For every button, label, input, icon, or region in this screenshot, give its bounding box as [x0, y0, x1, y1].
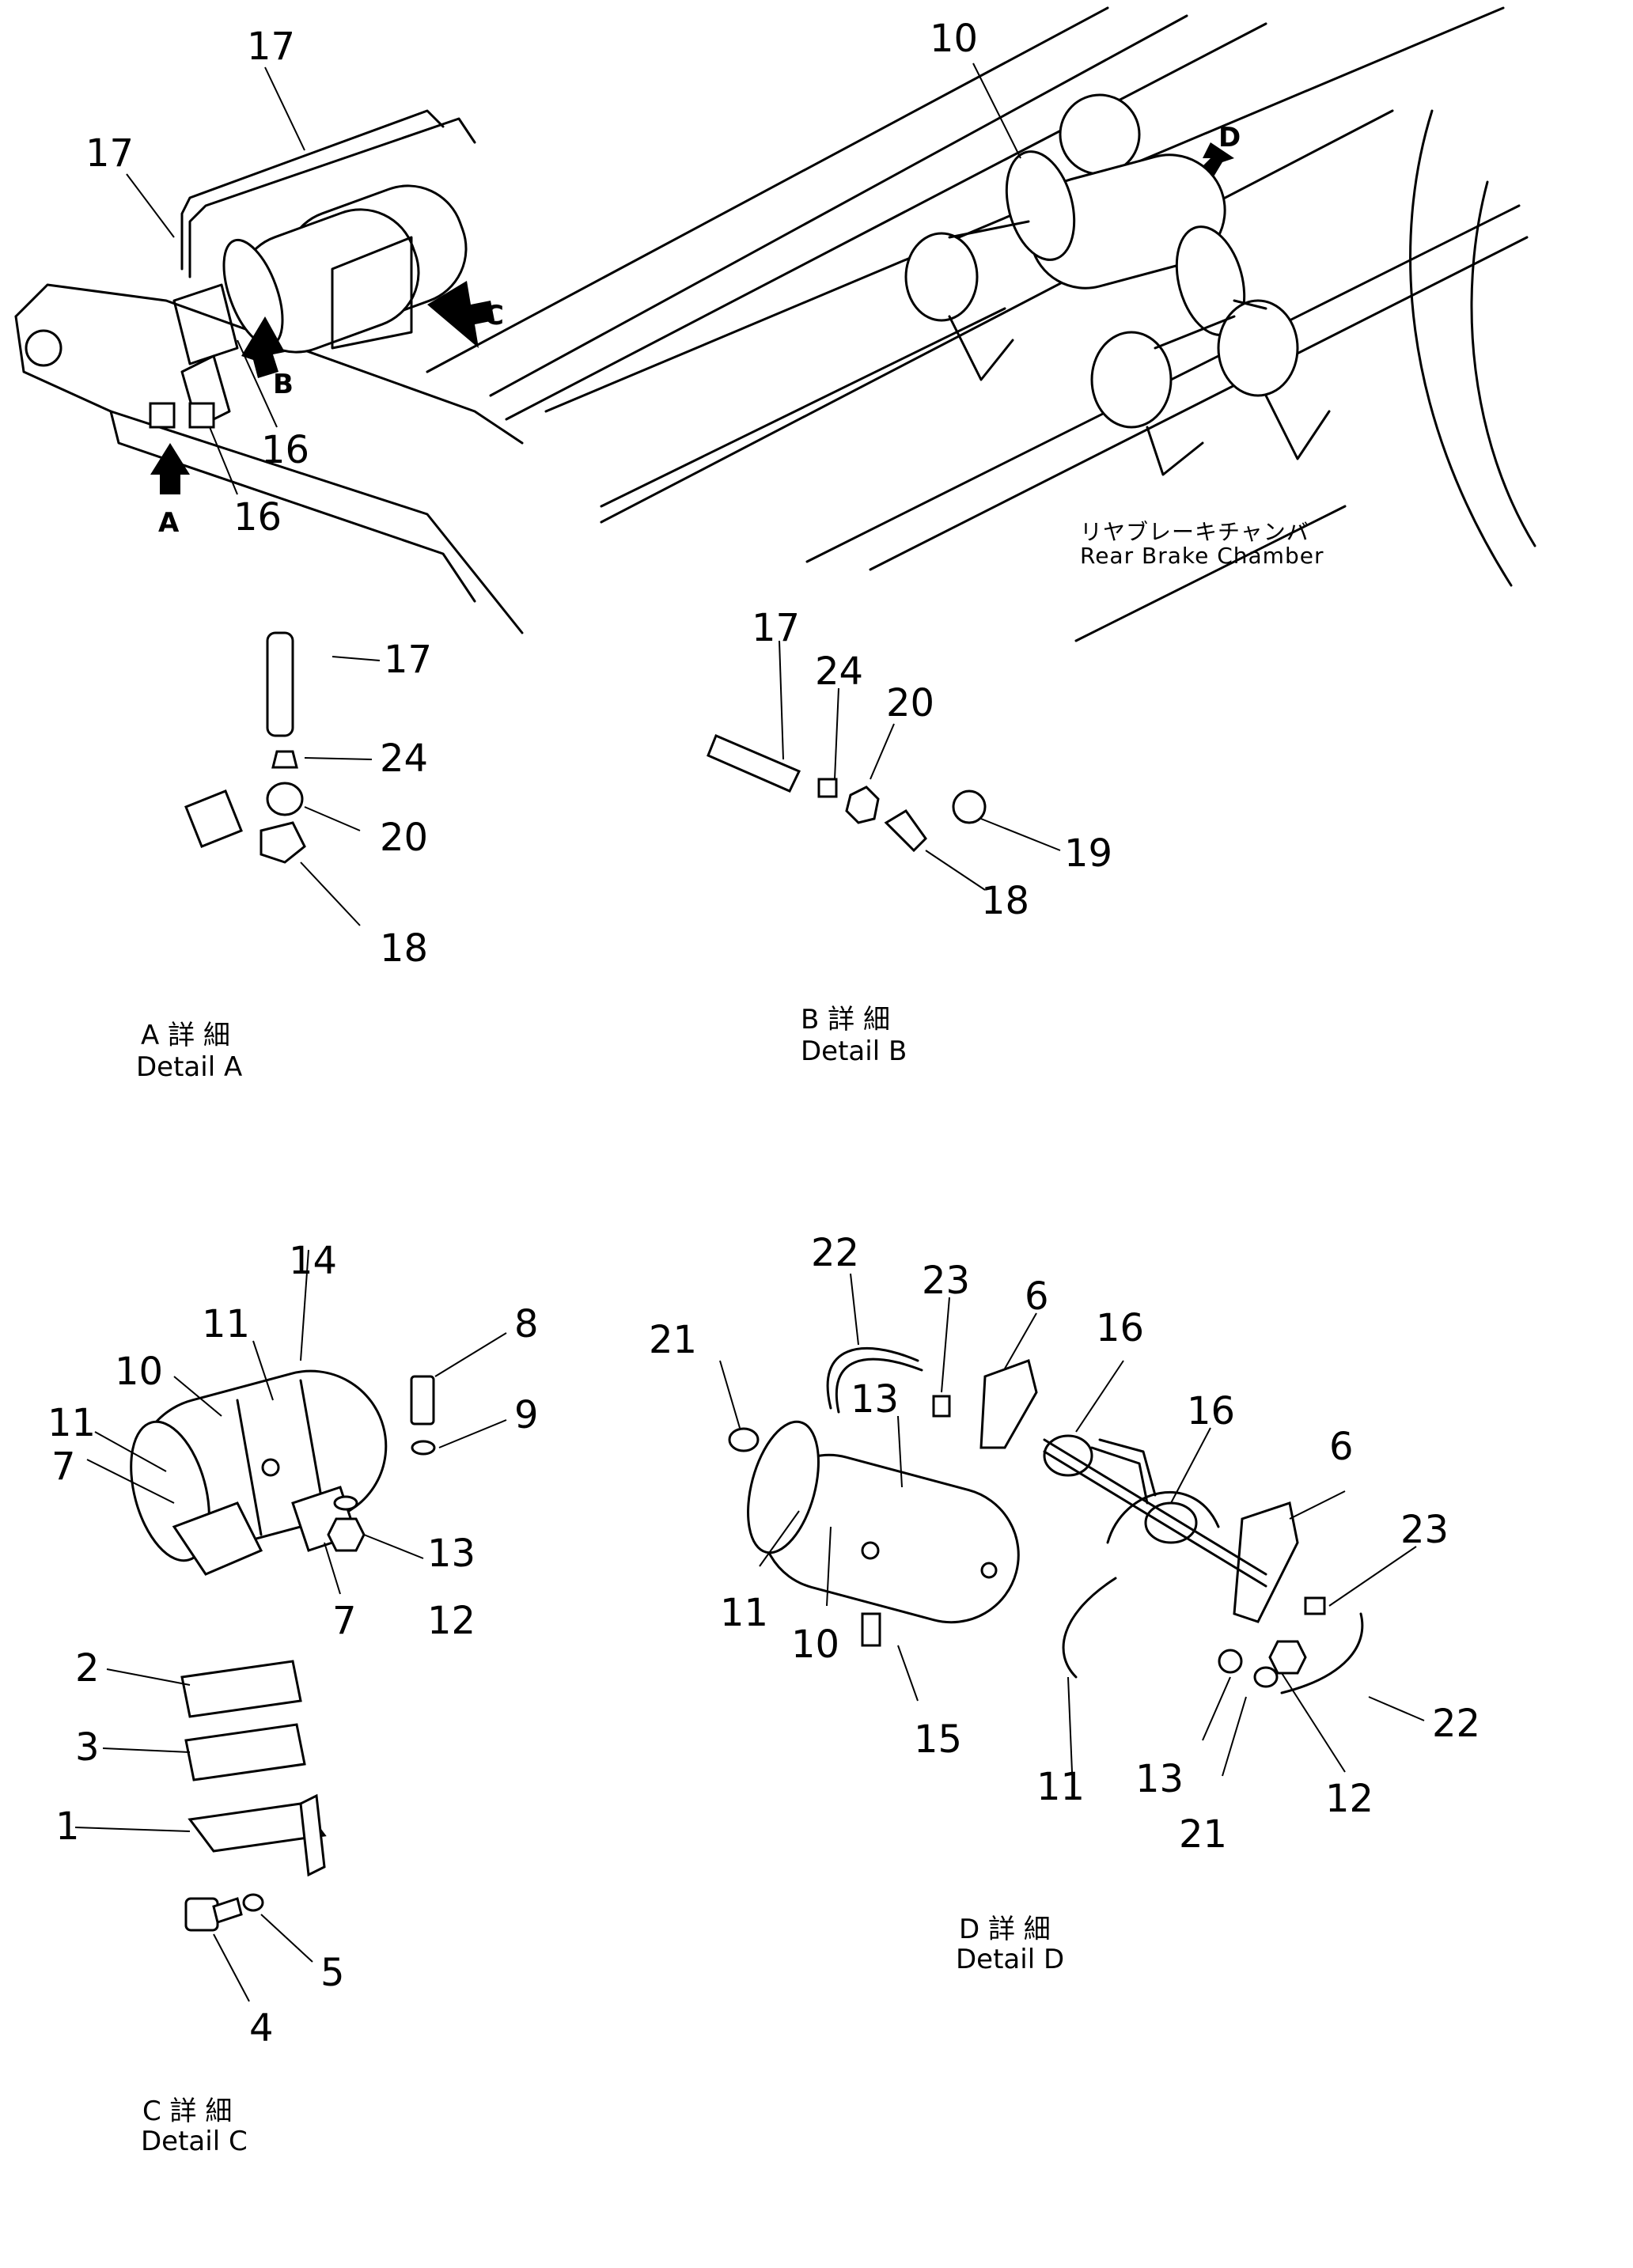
callout-d-11-bottom: 11 [1036, 1765, 1085, 1809]
svg-text:C: C [484, 300, 504, 331]
callout-c-5: 5 [320, 1951, 345, 1995]
callout-16-b: 16 [233, 495, 282, 540]
callout-b-18: 18 [981, 879, 1029, 923]
callout-c-4: 4 [249, 2006, 274, 2050]
callout-17-left: 17 [85, 131, 134, 176]
view-arrow-a: A [150, 443, 190, 539]
svg-text:Detail A: Detail A [136, 1051, 242, 1083]
rear-brake-chamber-label: リヤブレーキチャンバ Rear Brake Chamber [1080, 519, 1324, 569]
callout-d-15: 15 [914, 1717, 962, 1762]
callout-c-9: 9 [514, 1393, 539, 1437]
callout-c-11-top: 11 [202, 1302, 250, 1346]
callout-d-16-right: 16 [1187, 1389, 1235, 1433]
detail-a: 17 24 20 18 A 詳 細 Detail A [136, 631, 432, 1083]
callout-b-20: 20 [886, 681, 934, 725]
callout-d-22-right: 22 [1432, 1702, 1480, 1746]
callout-d-6-left: 6 [1025, 1274, 1049, 1319]
callout-d-6-right: 6 [1329, 1425, 1354, 1469]
callout-d-16-left: 16 [1096, 1306, 1144, 1350]
callout-d-23-right: 23 [1400, 1508, 1449, 1552]
detail-b: 17 24 20 18 19 B 詳 細 Detail B [707, 606, 1112, 1067]
callout-c-10: 10 [115, 1350, 163, 1394]
callout-c-14: 14 [289, 1239, 337, 1283]
callout-a-20: 20 [380, 816, 428, 860]
detail-d: 22 23 6 16 16 6 21 13 23 11 10 15 11 13 … [649, 1231, 1480, 1975]
callout-16-a: 16 [261, 428, 309, 472]
callout-d-11-left: 11 [720, 1591, 768, 1635]
callout-d-10: 10 [791, 1622, 839, 1667]
svg-text:Detail B: Detail B [801, 1036, 907, 1067]
callout-d-13-bottom: 13 [1135, 1757, 1184, 1801]
svg-text:B 詳 細: B 詳 細 [801, 1004, 890, 1036]
svg-text:A 詳 細: A 詳 細 [141, 1020, 230, 1051]
svg-text:D 詳 細: D 詳 細 [959, 1914, 1051, 1945]
vehicle-frame [14, 6, 1536, 642]
callout-a-18: 18 [380, 926, 428, 971]
callout-d-21-top: 21 [649, 1318, 697, 1362]
callout-c-3: 3 [75, 1725, 100, 1770]
svg-text:Rear Brake Chamber: Rear Brake Chamber [1080, 543, 1324, 569]
callout-d-21-bottom: 21 [1179, 1812, 1227, 1857]
svg-text:B: B [273, 369, 294, 400]
callout-a-24: 24 [380, 736, 428, 781]
view-arrow-c: C [427, 281, 504, 348]
callout-a-17: 17 [384, 638, 432, 682]
detail-c: 14 11 10 11 8 9 13 12 7 7 2 3 1 5 4 C 詳 … [47, 1239, 539, 2157]
svg-text:A: A [158, 507, 180, 539]
callout-10-main: 10 [930, 17, 978, 61]
callout-b-19: 19 [1064, 831, 1112, 876]
svg-text:D: D [1218, 122, 1241, 153]
rear-tank-assembly [904, 93, 1331, 476]
svg-text:C 詳 細: C 詳 細 [142, 2096, 232, 2127]
svg-text:リヤブレーキチャンバ: リヤブレーキチャンバ [1080, 519, 1309, 545]
callout-c-2: 2 [75, 1646, 100, 1691]
callout-d-13-top: 13 [851, 1377, 899, 1422]
callout-c-7-right: 7 [332, 1599, 357, 1643]
callout-d-23-top: 23 [922, 1259, 970, 1303]
callout-b-17: 17 [752, 606, 800, 650]
callout-c-7-left: 7 [51, 1444, 76, 1489]
callout-c-1: 1 [55, 1804, 80, 1849]
callout-b-24: 24 [815, 649, 863, 694]
callout-c-11-left: 11 [47, 1401, 96, 1445]
callout-c-12: 12 [427, 1599, 476, 1643]
callout-c-13: 13 [427, 1532, 476, 1576]
view-arrow-b: B [241, 316, 294, 400]
svg-text:Detail C: Detail C [141, 2126, 248, 2157]
callout-d-12: 12 [1325, 1777, 1373, 1821]
svg-text:Detail D: Detail D [956, 1944, 1064, 1975]
callout-c-8: 8 [514, 1302, 539, 1346]
main-callouts: 17 17 16 16 10 [85, 17, 1021, 540]
callout-d-22-top: 22 [811, 1231, 859, 1275]
main-air-tank-left [149, 109, 476, 429]
callout-17-top: 17 [247, 25, 295, 69]
